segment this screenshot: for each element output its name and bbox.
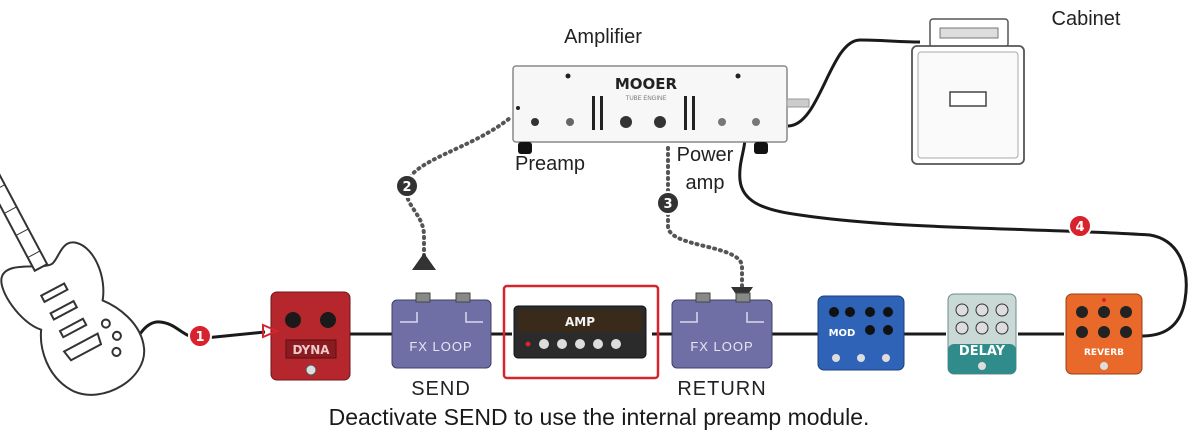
power-switch-icon <box>752 118 760 126</box>
guitar-illustration <box>0 73 146 396</box>
send-label: SEND <box>411 378 471 400</box>
send-arrow-up-icon <box>412 253 436 270</box>
dyna-pedal-label: DYNA <box>292 343 330 357</box>
pedal-delay: DELAY <box>947 293 1017 375</box>
amp-model-label: TUBE ENGINE <box>626 96 667 102</box>
svg-text:1: 1 <box>195 330 204 345</box>
power-amp-label-line1: Power <box>677 144 734 166</box>
marker-2: 2 <box>395 174 419 198</box>
preamp-label: Preamp <box>515 153 585 175</box>
pedal-dyna: DYNA <box>270 291 351 381</box>
reverb-pedal-label: REVERB <box>1084 348 1124 358</box>
delay-pedal-label: DELAY <box>959 344 1006 359</box>
svg-text:3: 3 <box>663 197 672 212</box>
pedal-mod: MOD <box>817 295 905 371</box>
amp-module-highlight <box>502 284 660 380</box>
send-to-preamp-dotted-path <box>403 116 512 270</box>
standby-switch-icon <box>718 118 726 126</box>
cabinet <box>911 18 1025 165</box>
amplifier-head: MOOER TUBE ENGINE <box>512 65 810 154</box>
fx-loop-return-label: FX LOOP <box>690 339 753 354</box>
cabinet-label: Cabinet <box>1052 8 1121 30</box>
marker-4: 4 <box>1068 214 1092 238</box>
fx-loop-send-label: FX LOOP <box>409 339 472 354</box>
marker-3: 3 <box>656 191 680 215</box>
pedal-reverb: REVERB <box>1065 293 1143 375</box>
presence-knob-icon <box>654 116 666 128</box>
svg-text:4: 4 <box>1075 220 1084 235</box>
marker-1: 1 <box>188 324 212 348</box>
gain-knob-icon <box>566 118 574 126</box>
mod-pedal-label: MOD <box>829 328 856 339</box>
amp-module-label: AMP <box>565 315 595 329</box>
amplifier-label: Amplifier <box>564 26 642 48</box>
amp-brand-logo: MOOER <box>615 75 678 93</box>
input-jack-icon <box>531 118 539 126</box>
power-amp-label-line2: amp <box>686 172 725 194</box>
poweramp-to-return-dotted-path <box>666 146 744 296</box>
caption: Deactivate SEND to use the internal prea… <box>328 404 870 430</box>
svg-text:2: 2 <box>402 180 411 195</box>
amp-to-cabinet-cable <box>787 38 921 128</box>
return-label: RETURN <box>677 378 766 400</box>
master-knob-icon <box>620 116 632 128</box>
pedal-fx-loop-send: FX LOOP <box>391 292 492 369</box>
pedal-amp-module: AMP <box>513 305 647 359</box>
pedal-fx-loop-return: FX LOOP <box>671 292 773 369</box>
input-arrow-icon <box>262 323 280 339</box>
reverb-to-amp-cable <box>738 129 1188 338</box>
